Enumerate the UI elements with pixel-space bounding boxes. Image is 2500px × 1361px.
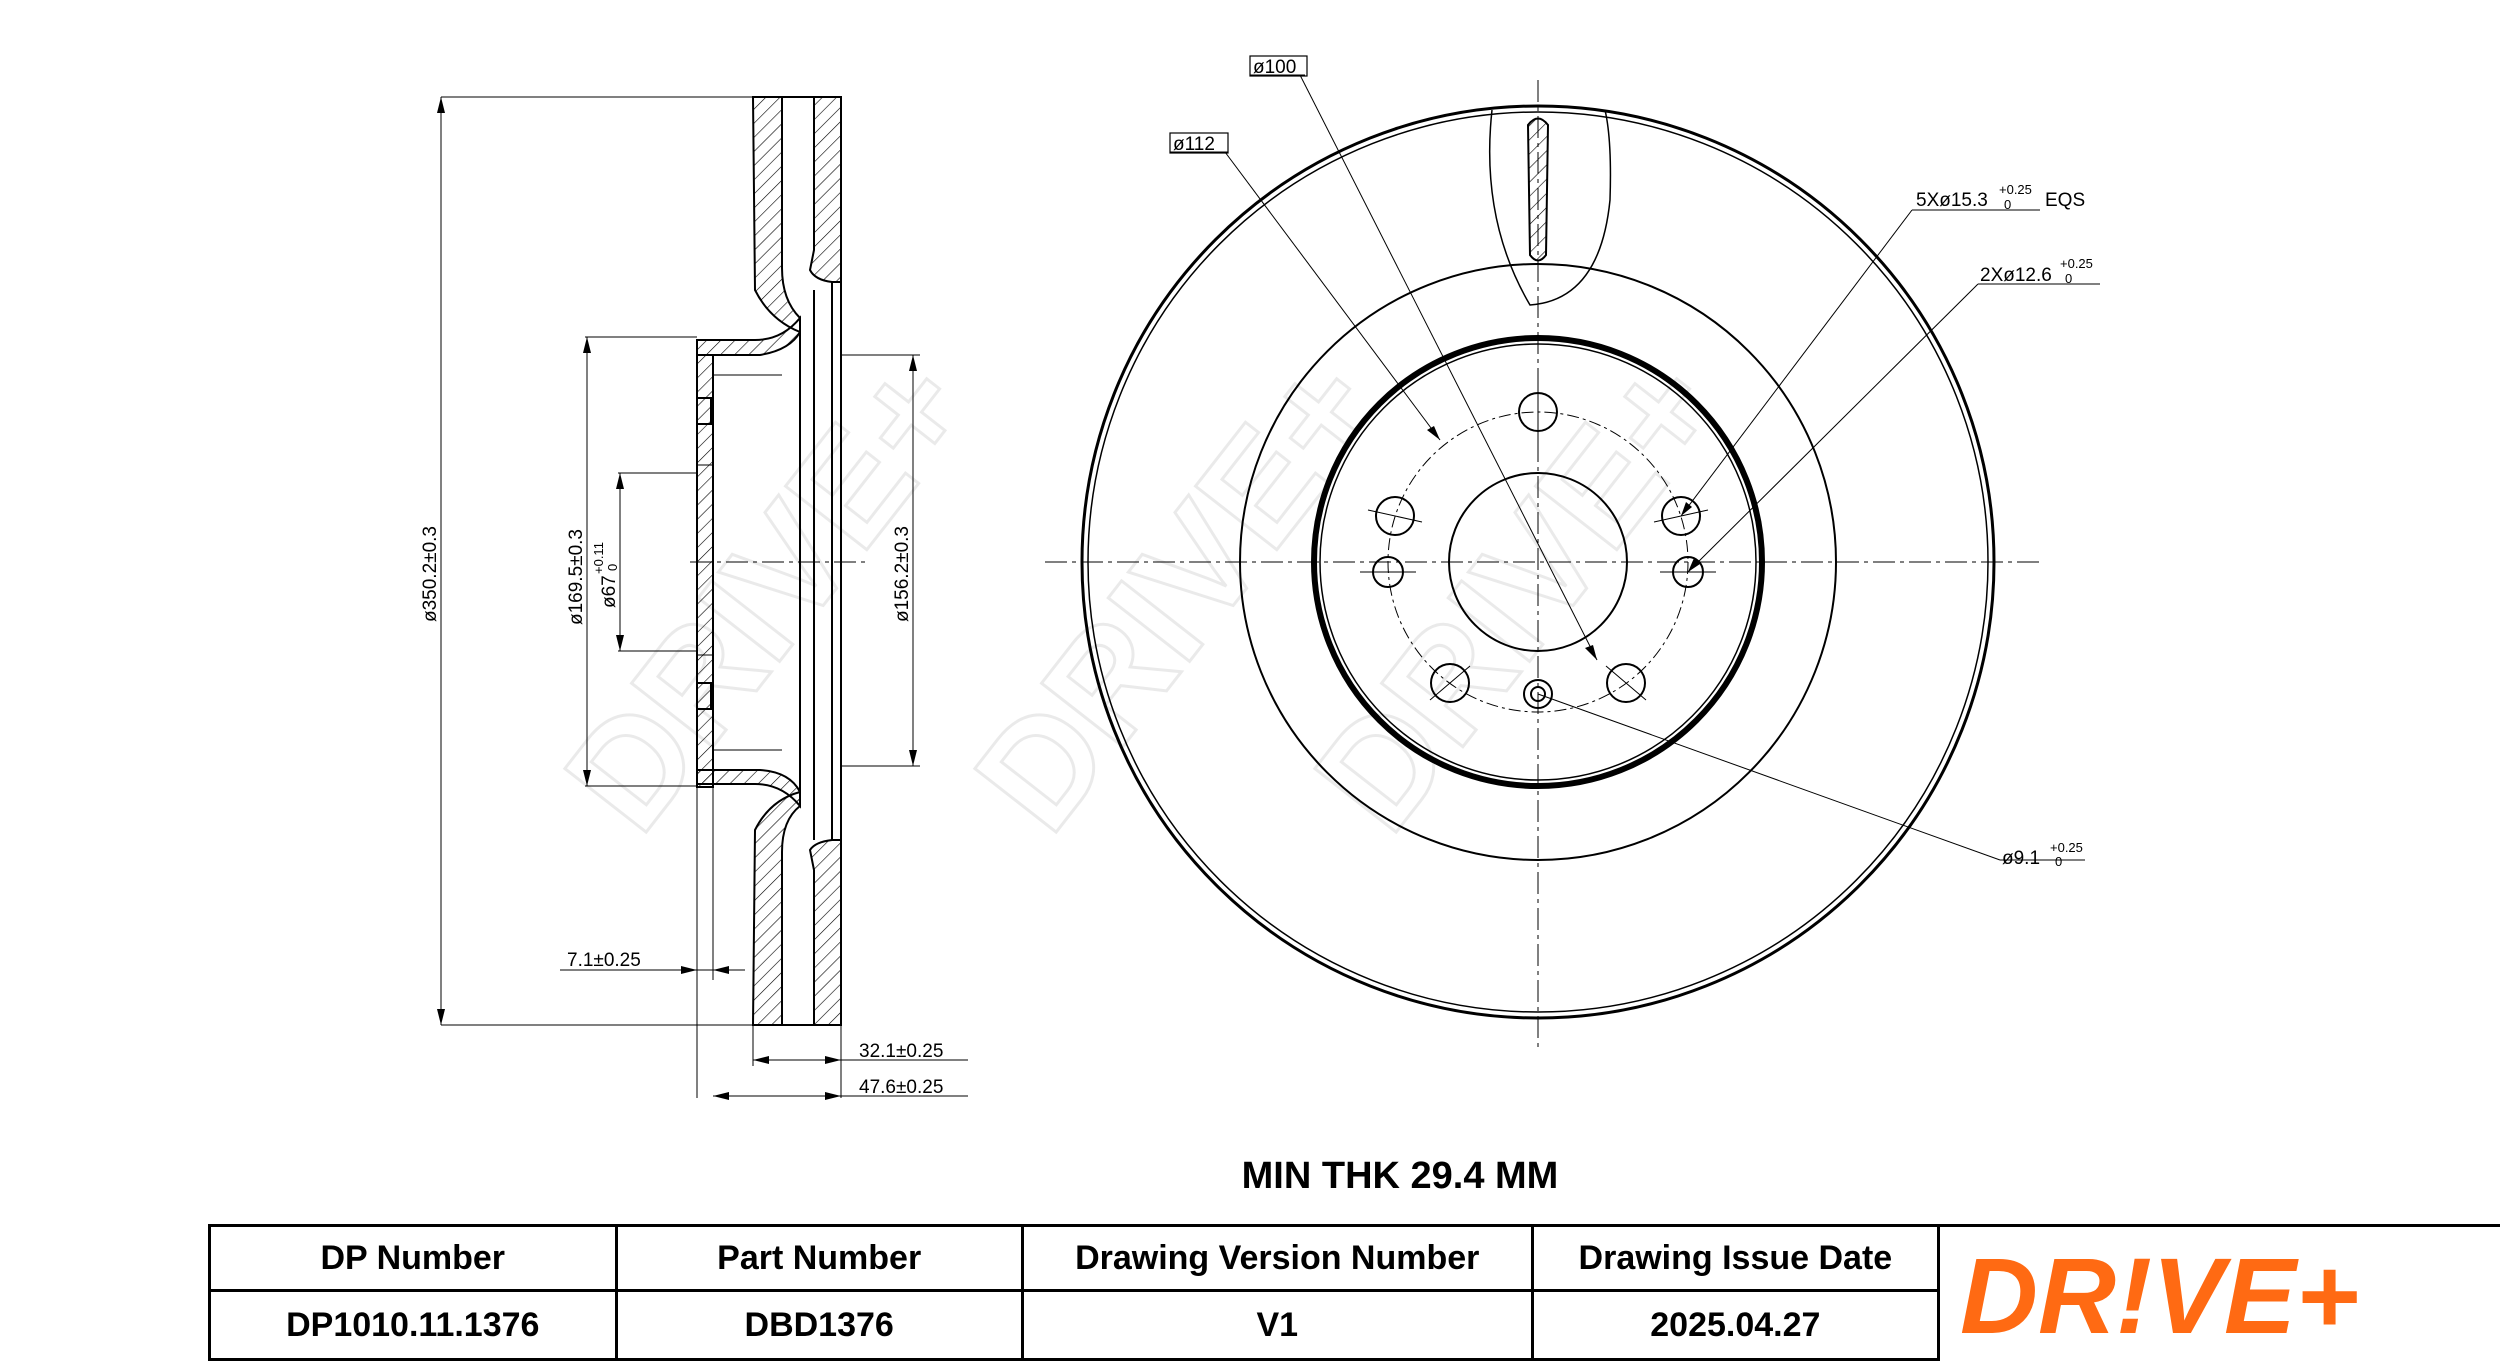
header-drawing-version: Drawing Version Number xyxy=(1022,1226,1532,1291)
header-dp-number: DP Number xyxy=(210,1226,617,1291)
drive-logo: DR!VE+ xyxy=(1940,1233,2480,1353)
total-height-label: 47.6±0.25 xyxy=(859,1077,943,1098)
side-section-view xyxy=(441,97,968,1098)
min-thickness-note: MIN THK 29.4 MM xyxy=(1050,1155,1750,1198)
outer-diameter-label: ø350.2±0.3 xyxy=(420,526,441,622)
title-block: DP Number Part Number Drawing Version Nu… xyxy=(208,1224,2500,1361)
bore-tolerance-lower: 0 xyxy=(605,564,620,571)
center-hole-callout: ø9.1 +0.25 0 xyxy=(2002,840,2083,869)
d112-label: ø112 xyxy=(1173,134,1215,155)
pin-tolerance-upper: +0.25 xyxy=(2060,256,2093,271)
header-part-number: Part Number xyxy=(616,1226,1022,1291)
center-hole-text: ø9.1 xyxy=(2002,848,2040,869)
bore-diameter-text: ø67 xyxy=(599,575,620,608)
bore-tolerance-upper: +0.11 xyxy=(591,542,606,574)
value-part-number: DBD1376 xyxy=(616,1291,1022,1360)
center-tolerance-upper: +0.25 xyxy=(2050,840,2083,855)
hat-thickness-label: 7.1±0.25 xyxy=(567,950,641,971)
d100-label: ø100 xyxy=(1253,57,1296,78)
value-dp-number: DP1010.11.1376 xyxy=(210,1291,617,1360)
title-block-header-row: DP Number Part Number Drawing Version Nu… xyxy=(210,1226,2500,1291)
bore-diameter-label: ø67 +0.11 0 xyxy=(591,542,620,608)
value-issue-date: 2025.04.27 xyxy=(1532,1291,1938,1360)
disc-thickness-label: 32.1±0.25 xyxy=(859,1041,943,1062)
logo-cell: DR!VE+ xyxy=(1939,1226,2500,1360)
center-tolerance-lower: 0 xyxy=(2055,854,2062,869)
header-issue-date: Drawing Issue Date xyxy=(1532,1226,1938,1291)
bolt-tolerance-upper: +0.25 xyxy=(1999,182,2032,197)
inner-diameter-label: ø156.2±0.3 xyxy=(892,526,913,622)
bolt-hole-text: 5Xø15.3 xyxy=(1916,190,1988,211)
bolt-tolerance-lower: 0 xyxy=(2004,197,2011,212)
value-drawing-version: V1 xyxy=(1022,1291,1532,1360)
hat-diameter-label: ø169.5±0.3 xyxy=(566,529,587,625)
bolt-hole-callout: 5Xø15.3 +0.25 0 EQS xyxy=(1916,182,2085,212)
pin-hole-callout: 2Xø12.6 +0.25 0 xyxy=(1980,256,2093,286)
drive-logo-text: DR!VE+ xyxy=(1960,1235,2359,1353)
pin-hole-text: 2Xø12.6 xyxy=(1980,265,2052,286)
pin-tolerance-lower: 0 xyxy=(2065,271,2072,286)
bolt-suffix: EQS xyxy=(2045,190,2085,211)
